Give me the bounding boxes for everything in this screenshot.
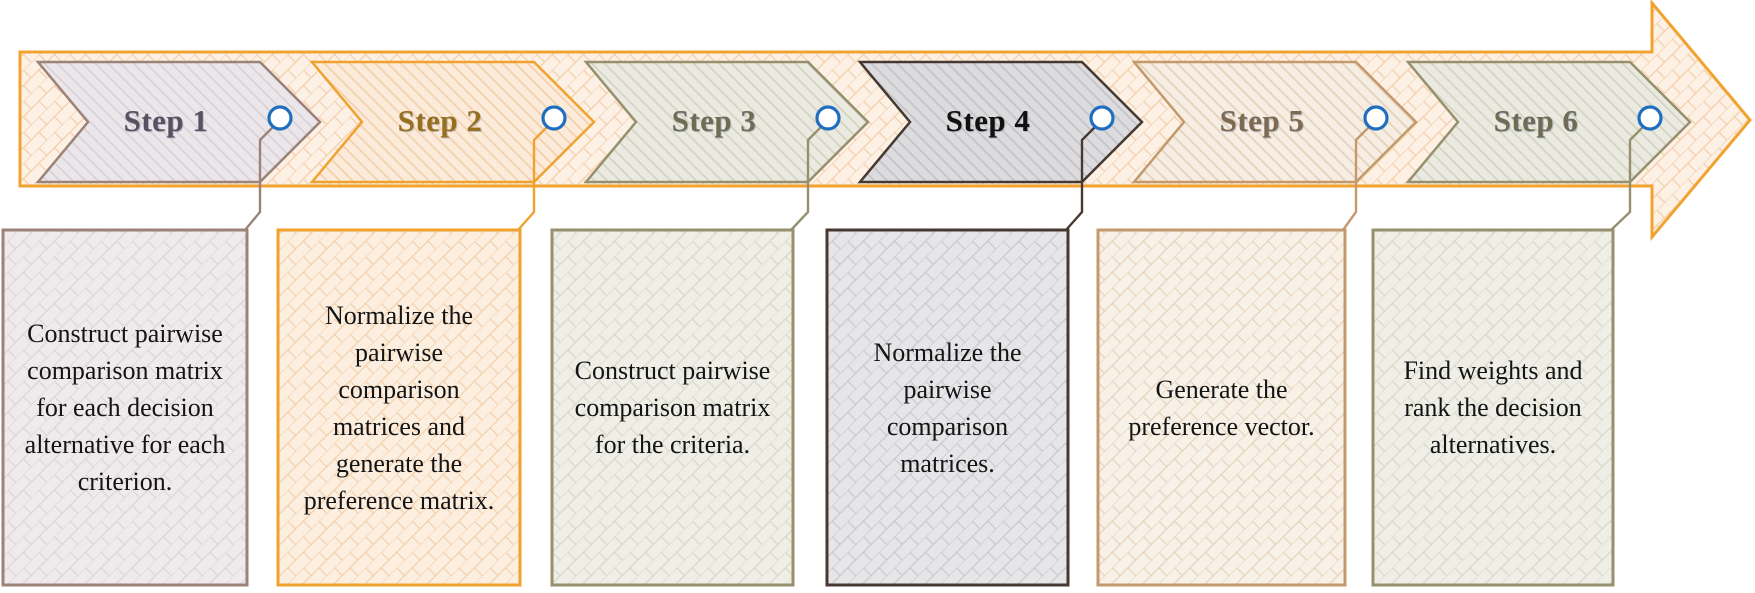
step-2-description: Normalize the pairwise comparison matric… (303, 300, 495, 515)
step-3-box (550, 228, 795, 587)
step-2-label: Step 2 (397, 103, 483, 138)
step-1-label: Step 1 (123, 103, 209, 138)
step-1-description: Construct pairwise comparison matrix for… (24, 319, 226, 496)
step-5-box (1096, 228, 1347, 587)
step-4-connector (1065, 119, 1103, 231)
step-6-connector-dot-icon (1637, 105, 1663, 131)
step-5-description: Generate the preference vector. (1128, 374, 1315, 441)
step-6-label: Step 6 (1493, 103, 1579, 138)
step-4-label: Step 4 (945, 103, 1031, 138)
step-6-box (1371, 228, 1615, 587)
step-2-box (276, 228, 522, 587)
step-3-connector (790, 119, 829, 231)
step-4-box (825, 228, 1070, 587)
step-5-connector (1342, 119, 1377, 231)
step-3-description: Construct pairwise comparison matrix for… (574, 356, 771, 459)
step-4-connector-dot-icon (1089, 105, 1115, 131)
step-1-connector-dot-icon (267, 105, 293, 131)
step-2-connector-dot-icon (541, 105, 567, 131)
step-1-box (1, 228, 249, 587)
step-4-description: Normalize the pairwise comparison matric… (873, 337, 1022, 478)
step-6-connector (1610, 119, 1651, 231)
step-2-connector (517, 119, 555, 231)
step-1-connector (244, 119, 281, 231)
step-3-connector-dot-icon (815, 105, 841, 131)
step-3-label: Step 3 (671, 103, 757, 138)
step-5-label: Step 5 (1219, 103, 1305, 138)
step-6-description: Find weights and rank the decision alter… (1403, 356, 1583, 459)
step-5-connector-dot-icon (1363, 105, 1389, 131)
